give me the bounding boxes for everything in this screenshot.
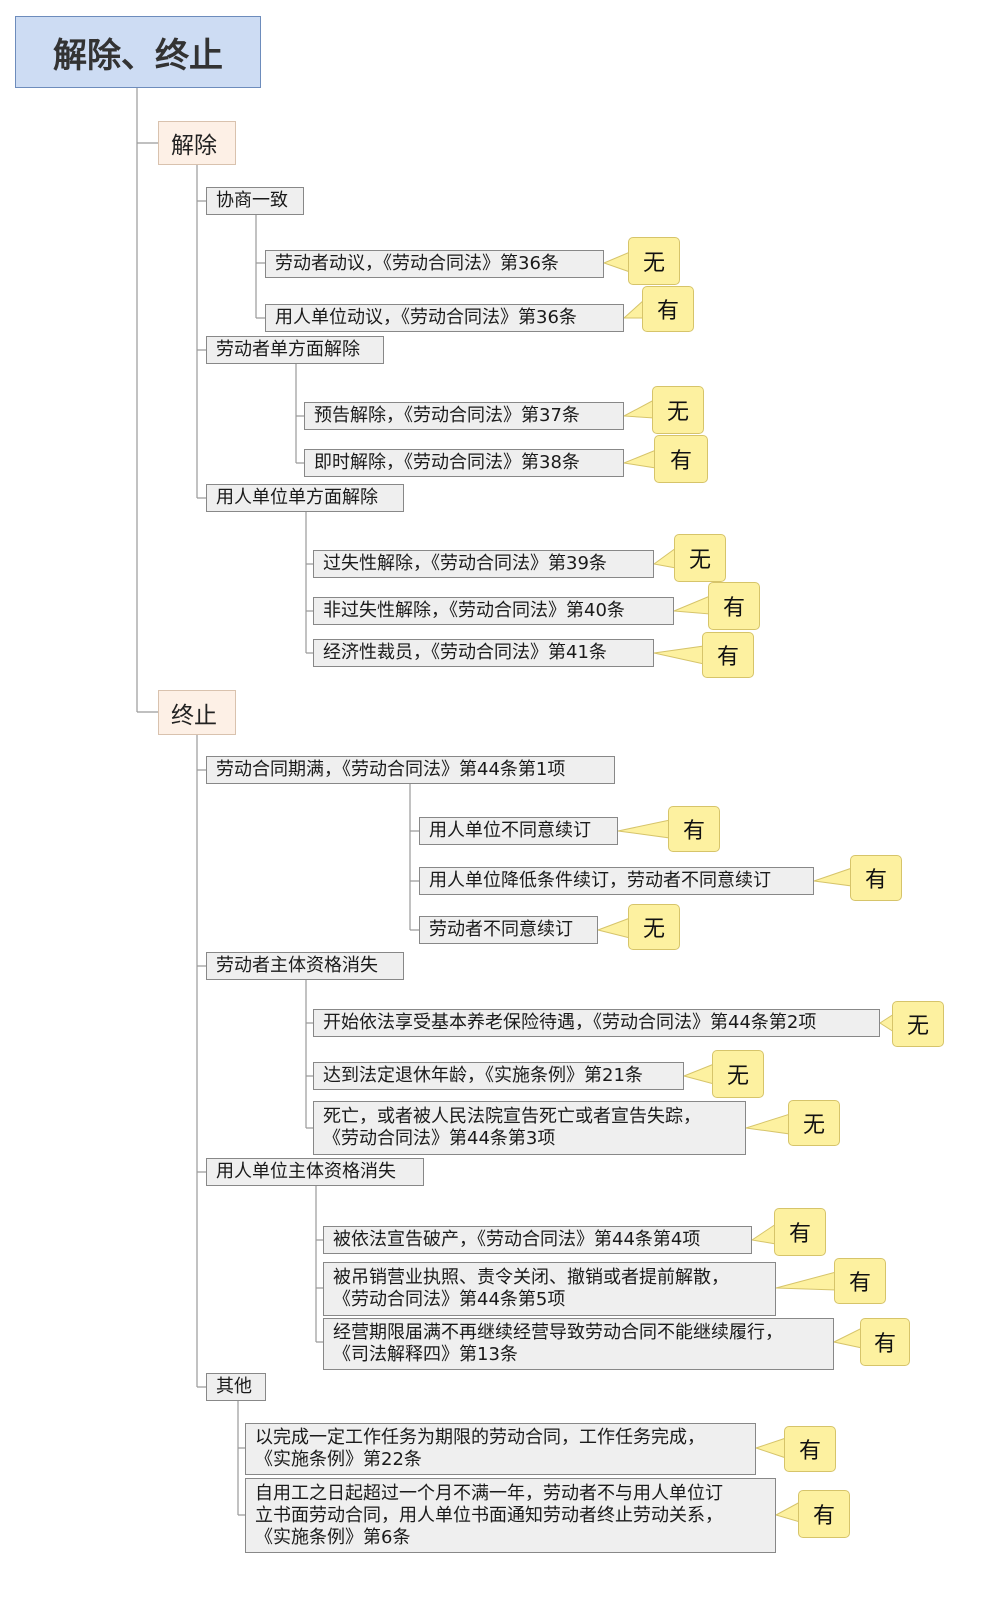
root-title: 解除、终止 xyxy=(53,35,223,76)
leaf-text: 用人单位动议，《劳动合同法》第36条 xyxy=(275,307,577,328)
leaf-item: 开始依法享受基本养老保险待遇，《劳动合同法》第44条第2项 xyxy=(313,1009,880,1037)
topic-label: 用人单位主体资格消失 xyxy=(216,1161,396,1182)
leaf-item: 用人单位降低条件续订，劳动者不同意续订 xyxy=(419,867,814,895)
topic-qita: 其他 xyxy=(206,1373,266,1401)
leaf-item: 达到法定退休年龄，《实施条例》第21条 xyxy=(313,1062,684,1090)
badge-item: 无 xyxy=(788,1100,840,1146)
leaf-item: 劳动者不同意续订 xyxy=(419,916,598,944)
leaf-item: 被吊销营业执照、责令关闭、撤销或者提前解散， 《劳动合同法》第44条第5项 xyxy=(323,1262,776,1316)
branch-label: 解除 xyxy=(171,133,217,159)
leaf-text: 达到法定退休年龄，《实施条例》第21条 xyxy=(323,1065,643,1086)
leaf-item: 自用工之日起超过一个月不满一年，劳动者不与用人单位订 立书面劳动合同，用人单位书… xyxy=(245,1478,776,1553)
branch-zhongzhi: 终止 xyxy=(158,690,236,735)
leaf-item: 用人单位不同意续订 xyxy=(419,817,618,845)
topic-label: 劳动合同期满，《劳动合同法》第44条第1项 xyxy=(216,759,566,780)
leaf-text: 开始依法享受基本养老保险待遇，《劳动合同法》第44条第2项 xyxy=(323,1012,817,1033)
leaf-text: 用人单位不同意续订 xyxy=(429,820,591,841)
leaf-item: 用人单位动议，《劳动合同法》第36条 xyxy=(265,304,624,332)
leaf-text: 用人单位降低条件续订，劳动者不同意续订 xyxy=(429,870,771,891)
leaf-text-line: 自用工之日起超过一个月不满一年，劳动者不与用人单位订 xyxy=(255,1482,723,1504)
topic-yongren: 用人单位单方面解除 xyxy=(206,484,404,512)
badge-item: 有 xyxy=(642,286,694,332)
badge-item: 有 xyxy=(784,1426,836,1472)
leaf-text-line: 《劳动合同法》第44条第3项 xyxy=(323,1128,556,1149)
leaf-text: 即时解除，《劳动合同法》第38条 xyxy=(314,452,580,473)
leaf-item: 经济性裁员，《劳动合同法》第41条 xyxy=(313,639,654,667)
leaf-item: 死亡，或者被人民法院宣告死亡或者宣告失踪， 《劳动合同法》第44条第3项 xyxy=(313,1101,746,1155)
leaf-item: 预告解除，《劳动合同法》第37条 xyxy=(304,402,624,430)
badge-item: 无 xyxy=(674,534,726,582)
leaf-item: 劳动者动议，《劳动合同法》第36条 xyxy=(265,250,604,278)
branch-label: 终止 xyxy=(171,702,217,729)
topic-xieshang: 协商一致 xyxy=(206,187,304,215)
leaf-item: 经营期限届满不再继续经营导致劳动合同不能继续履行， 《司法解释四》第13条 xyxy=(323,1318,834,1370)
topic-qiman: 劳动合同期满，《劳动合同法》第44条第1项 xyxy=(206,756,615,784)
topic-label: 劳动者单方面解除 xyxy=(216,339,360,360)
topic-label: 协商一致 xyxy=(216,190,288,211)
badge-item: 有 xyxy=(774,1208,826,1256)
badge-item: 有 xyxy=(834,1258,886,1304)
leaf-item: 被依法宣告破产，《劳动合同法》第44条第4项 xyxy=(323,1226,752,1254)
leaf-text-line: 被吊销营业执照、责令关闭、撤销或者提前解散， xyxy=(333,1267,729,1288)
leaf-text-line: 《司法解释四》第13条 xyxy=(333,1344,518,1365)
badge-item: 有 xyxy=(708,582,760,630)
leaf-item: 即时解除，《劳动合同法》第38条 xyxy=(304,449,624,477)
topic-laodongzhe: 劳动者单方面解除 xyxy=(206,336,384,364)
leaf-text-line: 《实施条例》第22条 xyxy=(255,1449,422,1470)
leaf-text: 过失性解除，《劳动合同法》第39条 xyxy=(323,553,607,574)
badge-item: 无 xyxy=(628,237,680,285)
leaf-item: 过失性解除，《劳动合同法》第39条 xyxy=(313,550,654,578)
badge-item: 有 xyxy=(860,1318,910,1366)
leaf-text: 预告解除，《劳动合同法》第37条 xyxy=(314,405,580,426)
leaf-item: 非过失性解除，《劳动合同法》第40条 xyxy=(313,597,674,625)
topic-dwzhuti: 用人单位主体资格消失 xyxy=(206,1158,424,1186)
branch-jiechu: 解除 xyxy=(158,121,236,165)
badge-item: 无 xyxy=(652,386,704,434)
badge-item: 有 xyxy=(668,806,720,852)
leaf-text: 劳动者不同意续订 xyxy=(429,919,573,940)
badge-item: 有 xyxy=(702,632,754,678)
leaf-text: 经济性裁员，《劳动合同法》第41条 xyxy=(323,642,607,663)
badge-item: 有 xyxy=(798,1490,850,1538)
leaf-item: 以完成一定工作任务为期限的劳动合同，工作任务完成， 《实施条例》第22条 xyxy=(245,1423,756,1475)
topic-label: 劳动者主体资格消失 xyxy=(216,955,378,976)
leaf-text-line: 《实施条例》第6条 xyxy=(255,1526,411,1548)
topic-ldzzhuti: 劳动者主体资格消失 xyxy=(206,952,404,980)
root-node: 解除、终止 xyxy=(15,16,261,88)
badge-item: 有 xyxy=(654,435,708,483)
badge-item: 无 xyxy=(628,904,680,950)
leaf-text-line: 以完成一定工作任务为期限的劳动合同，工作任务完成， xyxy=(255,1427,705,1448)
topic-label: 用人单位单方面解除 xyxy=(216,487,378,508)
badge-item: 无 xyxy=(892,1001,944,1047)
leaf-text: 非过失性解除，《劳动合同法》第40条 xyxy=(323,600,625,621)
leaf-text-line: 死亡，或者被人民法院宣告死亡或者宣告失踪， xyxy=(323,1106,701,1127)
leaf-text-line: 立书面劳动合同，用人单位书面通知劳动者终止劳动关系， xyxy=(255,1504,723,1526)
leaf-text: 劳动者动议，《劳动合同法》第36条 xyxy=(275,253,559,274)
leaf-text: 被依法宣告破产，《劳动合同法》第44条第4项 xyxy=(333,1229,701,1250)
topic-label: 其他 xyxy=(216,1376,252,1397)
badge-item: 有 xyxy=(850,855,902,901)
leaf-text-line: 经营期限届满不再继续经营导致劳动合同不能继续履行， xyxy=(333,1322,783,1343)
badge-item: 无 xyxy=(712,1050,764,1098)
leaf-text-line: 《劳动合同法》第44条第5项 xyxy=(333,1289,566,1310)
